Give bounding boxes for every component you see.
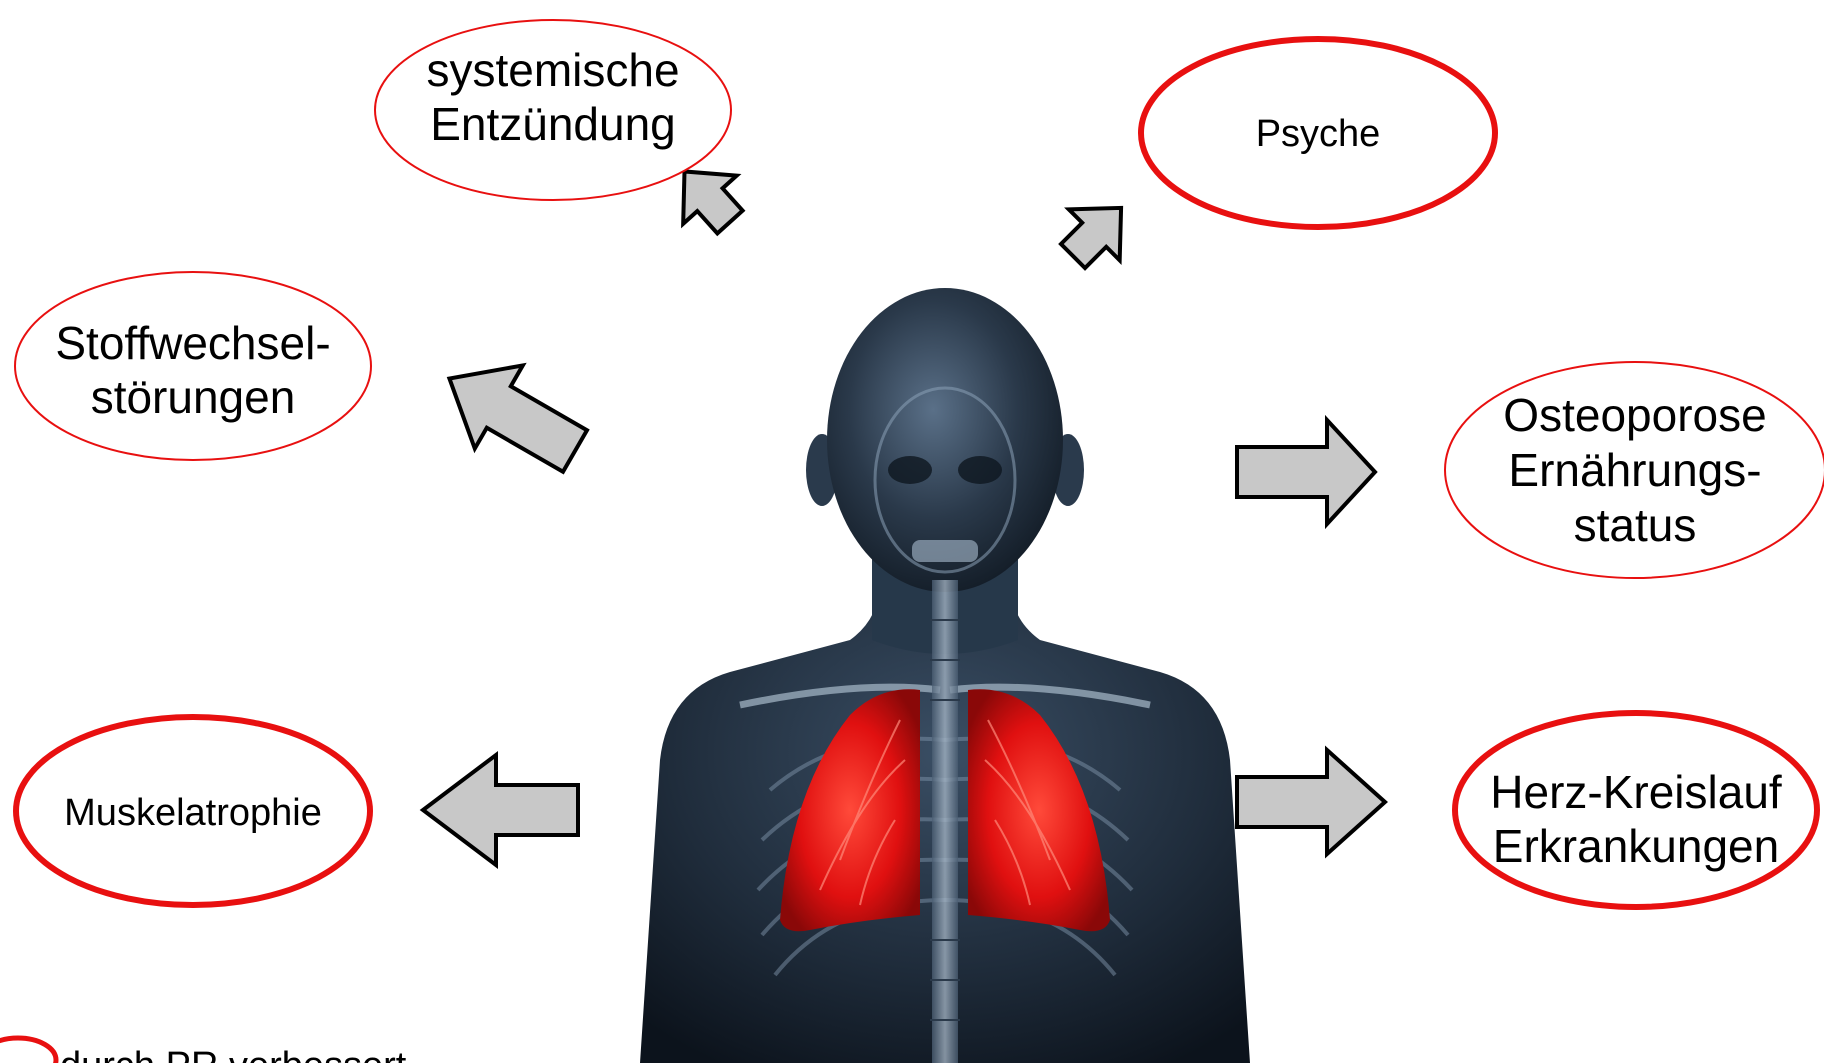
node-psyche: Psyche xyxy=(1141,39,1495,227)
node-label-line2: Erkrankungen xyxy=(1493,820,1779,872)
node-label-line2: Ernährungs- xyxy=(1508,444,1761,496)
arrow-to-muscle-atrophy xyxy=(423,755,578,865)
node-cardiovascular: Herz-Kreislauf Erkrankungen xyxy=(1455,713,1817,907)
node-muscle-atrophy: Muskelatrophie xyxy=(16,717,370,905)
node-systemic-inflammation: systemische Entzündung xyxy=(375,20,731,200)
node-osteoporosis: Osteoporose Ernährungs- status xyxy=(1445,362,1824,578)
node-label-line2: störungen xyxy=(91,371,296,423)
arrow-to-osteoporosis xyxy=(1237,420,1375,524)
legend-text: durch PR verbessert xyxy=(60,1045,407,1063)
node-label-line2: Entzündung xyxy=(430,98,676,150)
legend: durch PR verbessert xyxy=(0,1038,407,1063)
node-label-line1: Stoffwechsel- xyxy=(55,317,330,369)
arrow-to-metabolic-disorders xyxy=(425,337,599,493)
spine xyxy=(932,580,958,1063)
right-eye-socket xyxy=(958,456,1002,484)
node-label-line3: status xyxy=(1574,499,1697,551)
legend-marker xyxy=(0,1038,56,1063)
node-metabolic-disorders: Stoffwechsel- störungen xyxy=(15,272,371,460)
arrow-to-cardiovascular xyxy=(1237,750,1385,854)
left-eye-socket xyxy=(888,456,932,484)
node-label-line1: Psyche xyxy=(1256,113,1381,155)
teeth-shape xyxy=(912,540,978,562)
arrow-to-psyche xyxy=(1048,182,1147,281)
node-label-line1: Herz-Kreislauf xyxy=(1490,766,1782,818)
node-label-line1: Muskelatrophie xyxy=(64,792,322,834)
node-label-line1: systemische xyxy=(426,44,679,96)
node-label-line1: Osteoporose xyxy=(1503,389,1766,441)
human-figure-illustration xyxy=(640,288,1250,1063)
